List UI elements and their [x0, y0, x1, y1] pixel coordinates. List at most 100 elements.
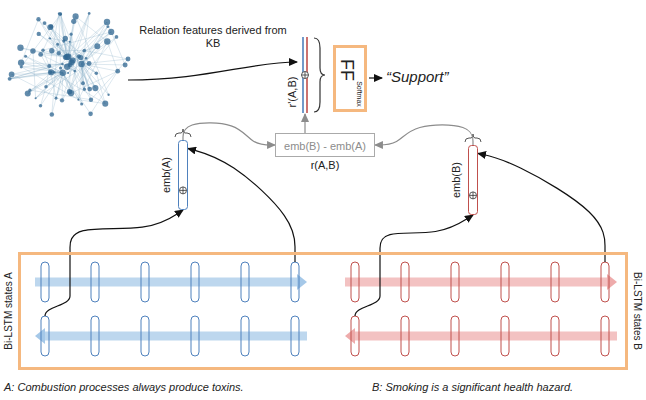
graph-dot: [38, 52, 43, 57]
graph-dot: [106, 25, 109, 28]
ff-layer-box: FFSoftmax: [333, 45, 367, 112]
graph-dot: [88, 112, 93, 117]
lstm-state: [291, 316, 299, 356]
graph-edge: [45, 23, 67, 57]
stub-line: [355, 252, 380, 316]
graph-dot: [88, 12, 91, 15]
graph-dot: [53, 71, 55, 73]
graph-edge: [56, 73, 63, 98]
graph-dot: [78, 55, 83, 60]
graph-dot: [37, 32, 41, 36]
graph-edge: [45, 23, 97, 73]
graph-edge: [21, 19, 38, 62]
forward-band: [35, 278, 297, 287]
lstm-state: [401, 316, 409, 356]
graph-edge: [50, 38, 67, 57]
graph-dot: [70, 58, 76, 64]
graph-dot: [49, 48, 54, 53]
graph-edge: [38, 19, 67, 57]
graph-dot: [44, 85, 48, 89]
lstm-cells: [35, 262, 617, 356]
graph-dot: [55, 97, 58, 100]
vector-shape: [178, 140, 188, 210]
lstm-state: [41, 316, 49, 356]
graph-dot: [60, 98, 64, 102]
graph-dot: [57, 51, 61, 55]
graph-edge: [43, 32, 111, 50]
kb-arrow: [128, 62, 297, 80]
connector: [183, 123, 275, 145]
graph-dot: [41, 49, 45, 53]
forward-band: [345, 278, 607, 287]
graph-dot: [67, 72, 69, 74]
graph-edge: [10, 73, 63, 79]
graph-edge: [33, 51, 36, 98]
connector: [188, 148, 295, 252]
connector: [375, 125, 473, 145]
graph-dot: [73, 13, 79, 19]
graph-dot: [59, 66, 62, 69]
graph-dot: [47, 64, 51, 68]
graph-dot: [92, 85, 98, 91]
graph-dot: [108, 29, 114, 35]
concat-symbol: [470, 192, 477, 199]
graph-dot: [61, 63, 64, 66]
lstm-state: [241, 262, 249, 302]
node-label: r'(A,B): [287, 77, 298, 108]
graph-dot: [68, 63, 73, 68]
knowledge-graph: [8, 12, 131, 117]
graph-edge: [91, 59, 128, 100]
graph-edge: [70, 32, 111, 65]
concat-symbol: [302, 72, 309, 79]
graph-dot: [25, 91, 31, 97]
graph-edge: [36, 73, 63, 99]
graph-edge: [46, 14, 59, 87]
lstm-state: [91, 316, 99, 356]
backward-band: [355, 332, 617, 341]
lstm-state: [451, 262, 459, 302]
vector-outline: [468, 145, 478, 215]
connector: [380, 215, 473, 252]
graph-dot: [24, 55, 27, 58]
graph-dot: [30, 48, 35, 53]
caption: B: Smoking is a significant health hazar…: [372, 381, 573, 394]
node-label: Bi-LSTM states A: [4, 272, 14, 349]
graph-edge: [28, 22, 107, 94]
vector: r'(A,B): [286, 36, 314, 114]
graph-dot: [94, 43, 100, 49]
graph-edge: [61, 14, 82, 104]
graph-dot: [89, 98, 93, 102]
lstm-state: [601, 316, 609, 356]
graph-dot: [123, 62, 128, 67]
graph-dot: [36, 17, 40, 21]
graph-dot: [83, 88, 86, 91]
brace: [314, 38, 325, 112]
lstm-state: [141, 262, 149, 302]
graph-dot: [18, 60, 24, 66]
lstm-state: [601, 262, 609, 302]
connector: [304, 114, 305, 133]
lstm-state: [141, 316, 149, 356]
vector-line: [179, 141, 188, 210]
vector-outline: [300, 36, 310, 114]
graph-dot: [49, 71, 52, 74]
lstm-state: [91, 262, 99, 302]
graph-dot: [8, 77, 12, 81]
box-text: emb(B) - emb(A): [284, 140, 366, 152]
node-label: emb(B): [451, 162, 462, 198]
vector: emb(B): [448, 145, 478, 215]
graph-edge: [62, 13, 89, 100]
graph-dot: [78, 61, 84, 67]
graph-dot: [49, 37, 51, 39]
graph-dot: [63, 55, 68, 60]
graph-dot: [58, 12, 60, 14]
graph-dot: [95, 71, 99, 75]
lstm-state: [241, 316, 249, 356]
graph-dot: [82, 49, 86, 53]
graph-edge: [21, 64, 62, 67]
connector: [70, 210, 183, 252]
graph-edge: [68, 13, 89, 56]
graph-edge: [56, 13, 89, 98]
bilstm-box: Bi-LSTM states ABi-LSTM states B: [18, 252, 628, 370]
graph-edge: [62, 27, 108, 101]
